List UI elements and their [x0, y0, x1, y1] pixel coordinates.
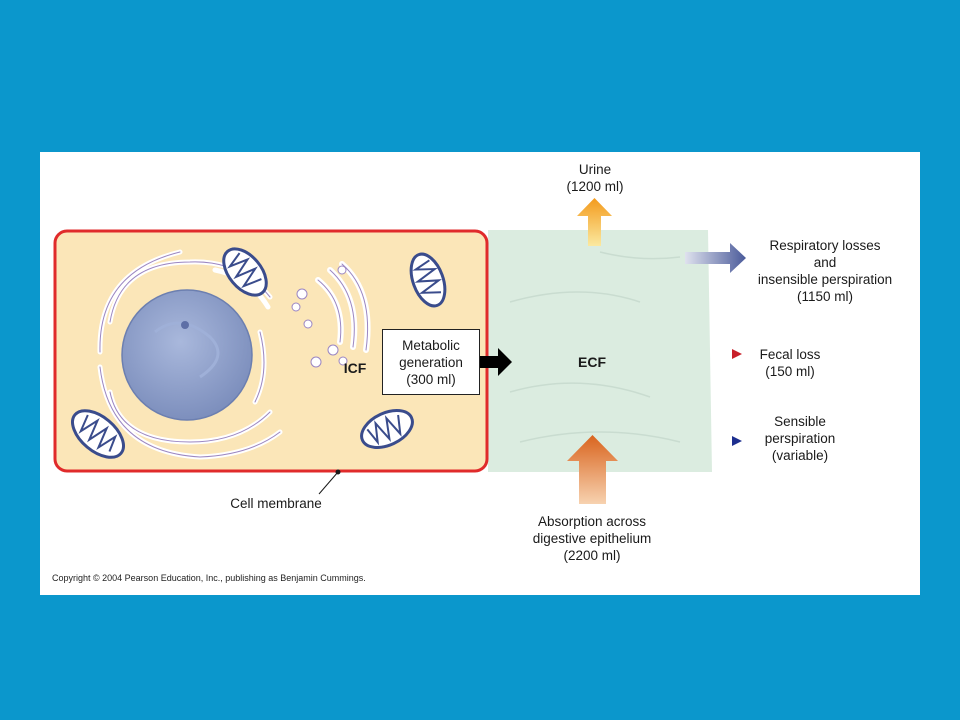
- nucleus: [121, 289, 253, 421]
- icf-label: ICF: [343, 360, 367, 376]
- metabolic-line-1: Metabolic: [402, 337, 460, 353]
- copyright-text: Copyright © 2004 Pearson Education, Inc.…: [52, 573, 366, 583]
- absorption-arrow: [567, 435, 618, 504]
- mitochondrion: [409, 252, 447, 308]
- cell-membrane-label: Cell membrane: [230, 496, 322, 511]
- mitochondrion: [71, 409, 125, 459]
- metabolic-generation-box: Metabolic generation (300 ml): [382, 329, 480, 395]
- ecf-label: ECF: [578, 354, 606, 370]
- sensible-arrow: [685, 436, 742, 446]
- mitochondrion: [222, 247, 268, 297]
- respiratory-arrow: [685, 243, 746, 273]
- cell-membrane-pointer: [318, 471, 339, 495]
- fluid-balance-diagram: [53, 198, 746, 504]
- vesicles: [291, 265, 348, 368]
- fecal-arrow: [685, 349, 742, 359]
- metabolic-line-3: (300 ml): [406, 371, 456, 387]
- metabolic-arrow: [480, 348, 512, 376]
- fecal-label: Fecal loss(150 ml): [759, 347, 821, 379]
- ecf-region: [488, 230, 712, 472]
- urine-label: Urine(1200 ml): [566, 162, 624, 194]
- metabolic-line-2: generation: [399, 354, 463, 370]
- urine-arrow: [577, 198, 612, 246]
- mitochondrion: [360, 409, 414, 449]
